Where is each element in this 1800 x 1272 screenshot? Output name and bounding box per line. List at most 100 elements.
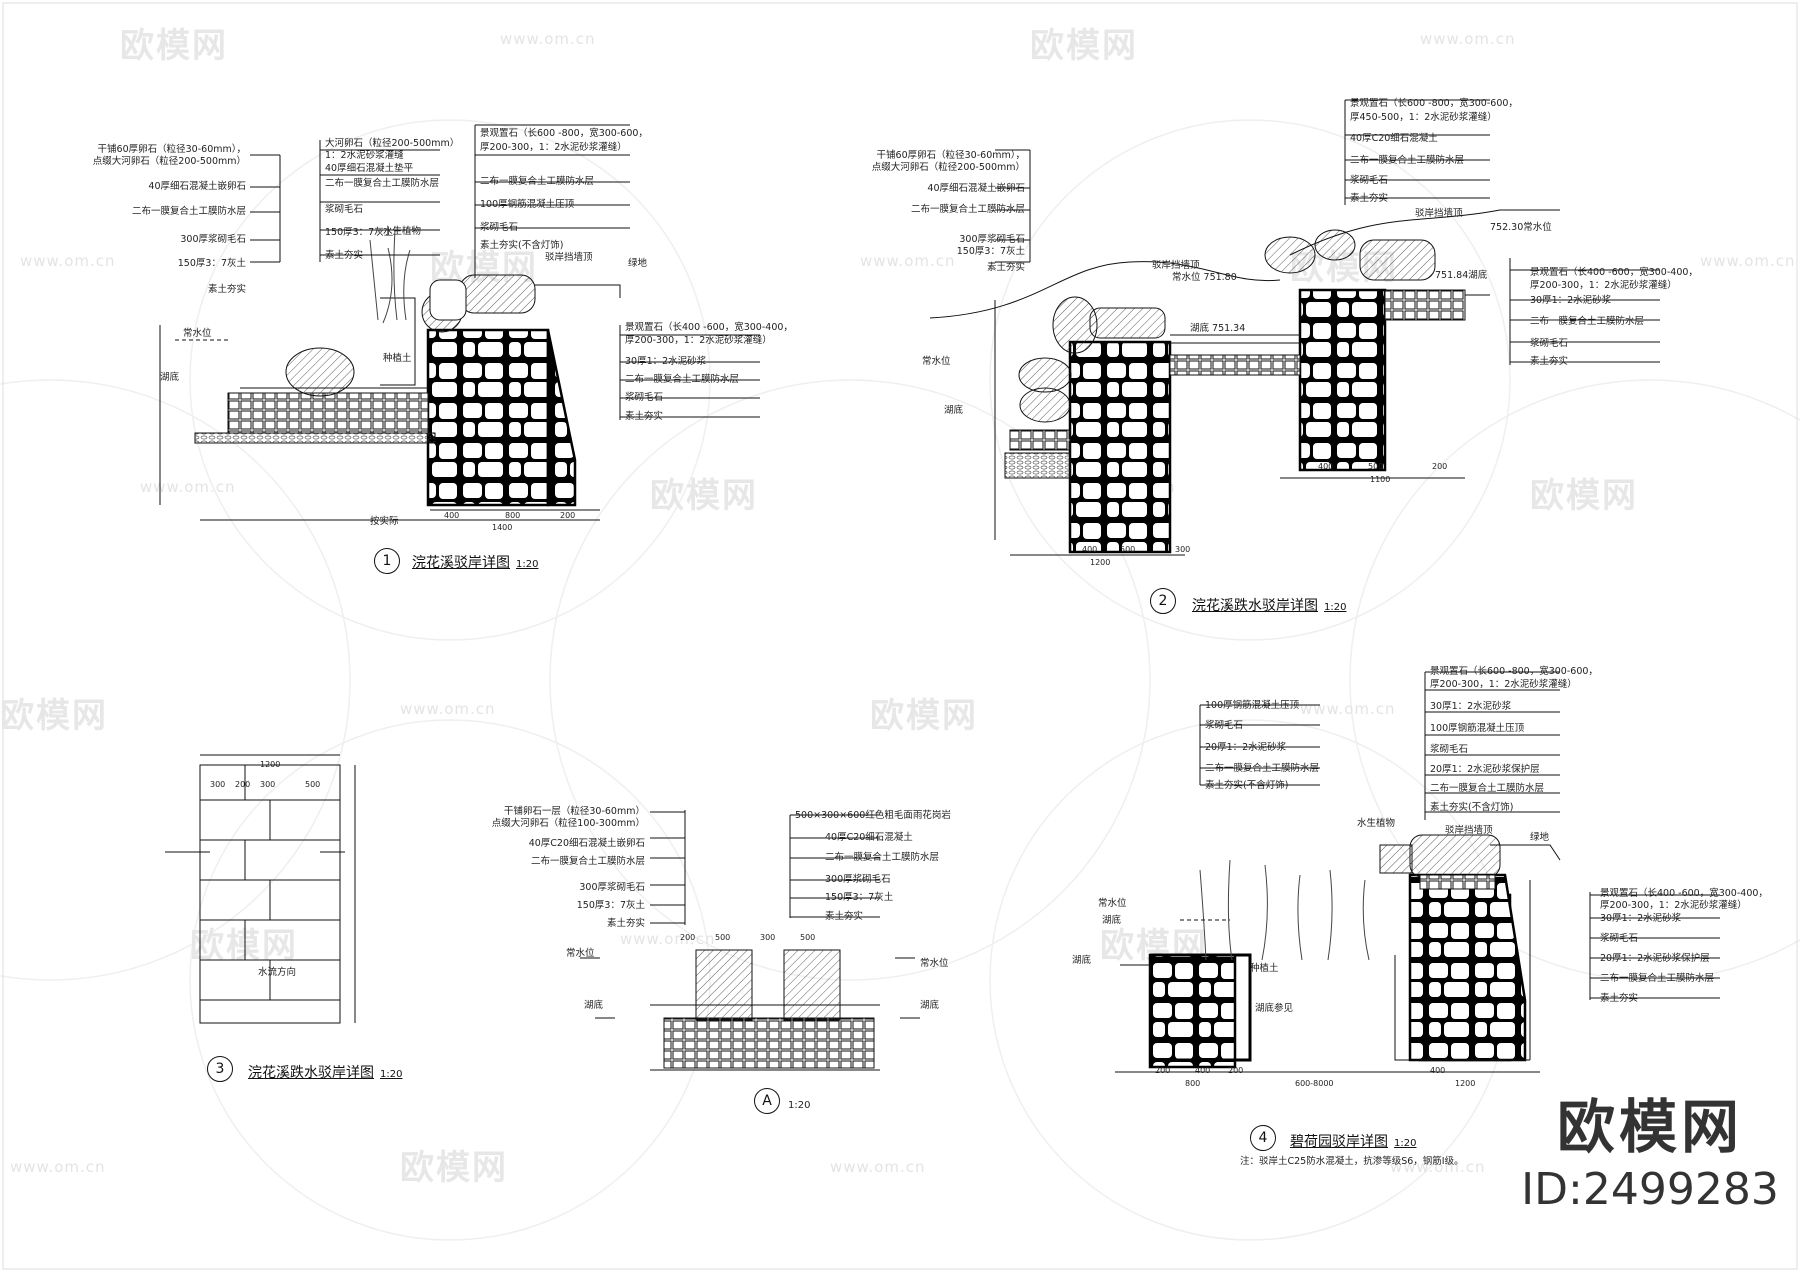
detail2-label: 40厚细石混凝土嵌卵石 <box>927 183 1025 194</box>
detail2-label: 景观置石（长600 -800，宽300-600， <box>1350 98 1518 109</box>
detailA-label: 40厚C20细石混凝土嵌卵石 <box>528 838 645 849</box>
detail4-label: 二布一膜复合土工膜防水层 <box>1600 973 1715 984</box>
detail4-label: 厚200-300，1：2水泥砂浆灌缝） <box>1430 679 1577 690</box>
detail1-label: 300厚浆砌毛石 <box>180 234 246 245</box>
dimension-value: 200 <box>235 780 251 789</box>
watermark-url: www.om.cn <box>1420 30 1516 48</box>
dimension-value: 400 <box>1195 1066 1211 1075</box>
watermark-url: www.om.cn <box>620 930 716 948</box>
dimension-value: 1100 <box>1370 475 1391 484</box>
lake-bottom-ref-tag: 湖底参见 <box>1255 1003 1294 1014</box>
detail4-label: 浆砌毛石 <box>1430 744 1469 755</box>
planting-soil-tag: 种植土 <box>383 353 412 364</box>
detail2-label: 二布一膜复合土工膜防水层 <box>1530 316 1645 327</box>
detail2-label: 素土夯实 <box>1350 193 1389 204</box>
lake-bottom-tag: 湖底 <box>920 1000 940 1011</box>
detail4-label: 二布一膜复合土工膜防水层 <box>1430 783 1545 794</box>
watermark-logo: 欧模网 <box>120 26 228 66</box>
dimension-value: 200 <box>1155 1066 1171 1075</box>
detail2-label: 150厚3：7灰土 <box>956 246 1025 257</box>
lake-bottom-tag: 湖底 <box>1072 955 1092 966</box>
detail4-label: 100厚钢筋混凝土压顶 <box>1430 723 1525 734</box>
dimension-value: 200 <box>1432 462 1448 471</box>
detail1-label: 二布一膜复合土工膜防水层 <box>131 206 246 217</box>
watermark-logo: 欧模网 <box>190 926 298 966</box>
dimension-value: 400 <box>444 511 460 520</box>
detail-number-1: 1 <box>374 548 400 574</box>
lake-bottom-tag: 湖底 <box>944 405 964 416</box>
detail2-label: 浆砌毛石 <box>1350 175 1389 186</box>
wall-top-tag: 驳岸挡墙顶 <box>1415 208 1463 219</box>
dimension-value: 1200 <box>1090 558 1111 567</box>
detail2-label: 40厚C20细石混凝土 <box>1350 133 1438 144</box>
dimension-value: 1200 <box>1455 1079 1476 1088</box>
dimension-value: 400 <box>1318 462 1334 471</box>
greenland-tag: 绿地 <box>628 258 648 269</box>
dimension-value: 500 <box>1120 545 1136 554</box>
aquatic-plant-tag: 水生植物 <box>1357 818 1396 829</box>
detailA-label: 素土夯实 <box>825 911 864 922</box>
detail1-label: 二布一膜复合土工膜防水层 <box>325 178 440 189</box>
detailA-label: 300厚浆砌毛石 <box>825 874 891 885</box>
watermark-logo: 欧模网 <box>1530 476 1638 516</box>
detail1-label: 浆砌毛石 <box>625 392 664 403</box>
elevation-tag: 752.30常水位 <box>1490 222 1552 233</box>
dimension-value: 500 <box>800 933 816 942</box>
detail1-label: 30厚1：2水泥砂浆 <box>625 356 707 367</box>
detail-number-A: A <box>754 1088 780 1114</box>
dimension-value: 200 <box>680 933 696 942</box>
detail4-label: 20厚1：2水泥砂浆保护层 <box>1430 764 1540 775</box>
lake-bottom-tag: 湖底 <box>1102 915 1122 926</box>
dimension-value: 800 <box>1185 1079 1201 1088</box>
dimension-value: 400 <box>1082 545 1098 554</box>
watermark-logo: 欧模网 <box>400 1148 508 1188</box>
elevation-tag: 常水位 751.80 <box>1172 272 1237 283</box>
dimension-value: 300 <box>260 780 276 789</box>
detail2-label: 点缀大河卵石（粒径200-500mm） <box>871 162 1025 173</box>
detail1-label: 150厚3：7灰土 <box>177 258 246 269</box>
wall-top-tag: 驳岸挡墙顶 <box>545 252 593 263</box>
as-built-tag: 按实际 <box>370 516 399 527</box>
watermark-url: www.om.cn <box>20 252 116 270</box>
detail1-label: 1：2水泥砂浆灌缝 <box>325 150 404 161</box>
detail1-label: 150厚3：7灰土 <box>325 227 394 238</box>
detail2-label: 素土夯实 <box>986 262 1025 273</box>
detail4-label: 浆砌毛石 <box>1205 720 1244 731</box>
detail2-label: 景观置石（长400 -600，宽300-400， <box>1530 267 1698 278</box>
detail4-label: 30厚1：2水泥砂浆 <box>1600 913 1682 924</box>
detail4-label: 20厚1：2水泥砂浆保护层 <box>1600 953 1710 964</box>
aquatic-plant-tag: 水生植物 <box>383 226 422 237</box>
watermark-url: www.om.cn <box>860 252 956 270</box>
detail1-label: 素土夯实 <box>325 250 364 261</box>
detail-number-4: 4 <box>1250 1125 1276 1151</box>
detail1-label: 40厚细石混凝土垫平 <box>325 163 414 174</box>
elevation-tag: 湖底 751.34 <box>1190 323 1246 334</box>
detail1-label: 二布一膜复合土工膜防水层 <box>480 176 595 187</box>
detail4-note: 注：驳岸土C25防水混凝土，抗渗等级S6，钢筋Ⅰ级。 <box>1240 1156 1464 1167</box>
water-level-tag: 常水位 <box>920 958 949 969</box>
detail1-label: 素土夯实 <box>625 411 664 422</box>
detail1-label: 素土夯实 <box>207 284 246 295</box>
watermark-url: www.om.cn <box>400 700 496 718</box>
watermark-logo: 欧模网 <box>0 696 108 736</box>
water-level-tag: 常水位 <box>183 328 212 339</box>
dimension-value: 500 <box>1368 462 1384 471</box>
water-level-tag: 常水位 <box>922 356 951 367</box>
detail4-label: 二布一膜复合土工膜防水层 <box>1205 763 1320 774</box>
detail4-label: 100厚钢筋混凝土压顶 <box>1205 700 1300 711</box>
detail1-label: 干铺60厚卵石（粒径30-60mm）， <box>97 144 246 155</box>
watermark-url: www.om.cn <box>10 1158 106 1176</box>
detailA-label: 150厚3：7灰土 <box>825 892 894 903</box>
lake-bottom-tag: 湖底 <box>584 1000 604 1011</box>
detail4-label: 20厚1：2水泥砂浆 <box>1205 742 1287 753</box>
detail1-label: 景观置石（长400 -600，宽300-400， <box>625 322 793 333</box>
wall-top-tag: 驳岸挡墙顶 <box>1445 825 1493 836</box>
detail4-label: 30厚1：2水泥砂浆 <box>1430 701 1512 712</box>
water-level-tag: 常水位 <box>1098 898 1127 909</box>
detail1-label: 景观置石（长600 -800，宽300-600， <box>480 128 648 139</box>
dimension-value: 300 <box>1175 545 1191 554</box>
detail4-label: 浆砌毛石 <box>1600 933 1639 944</box>
